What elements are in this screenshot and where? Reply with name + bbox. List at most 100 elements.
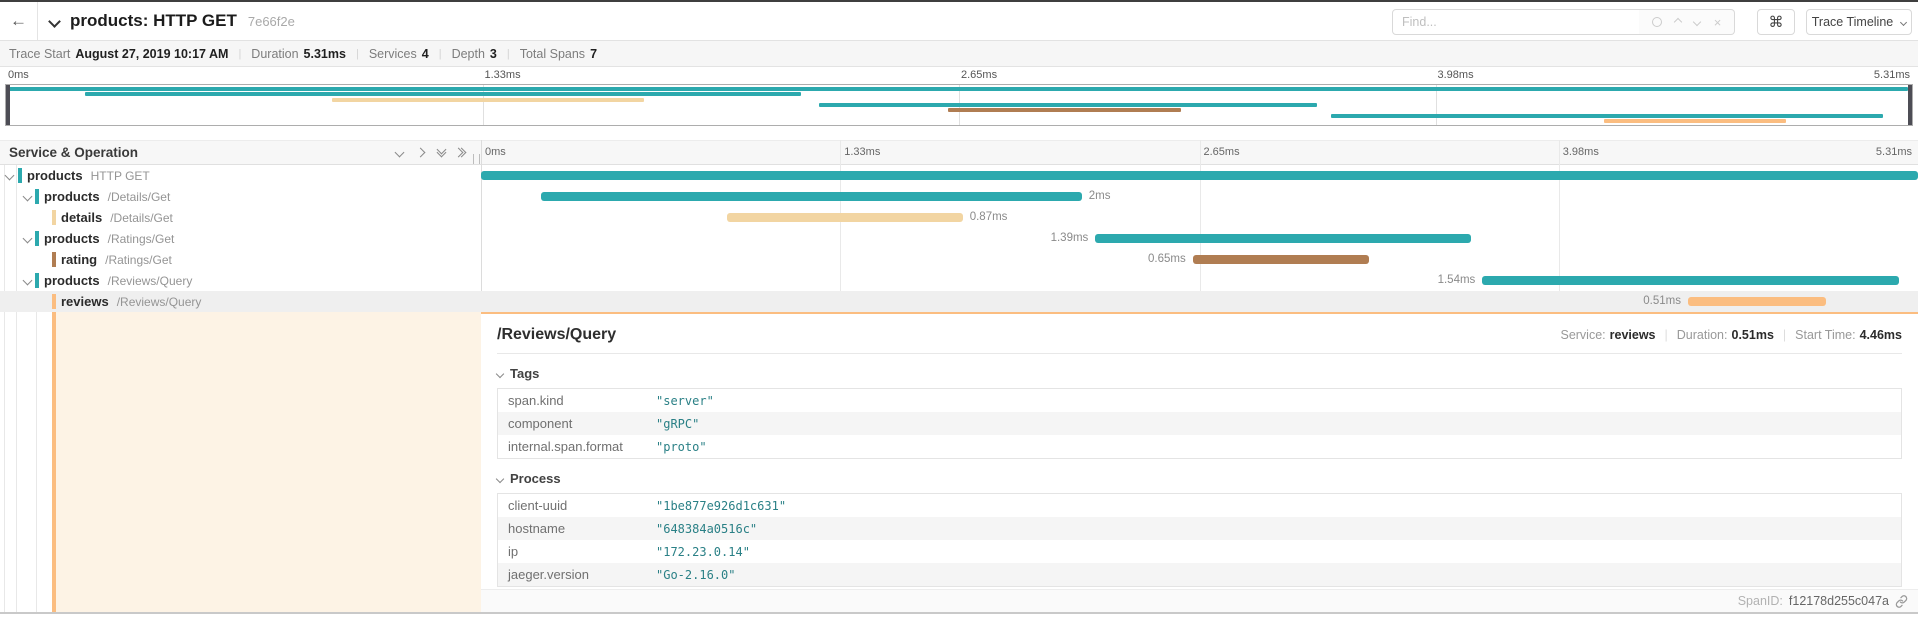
detail-meta-value: 0.51ms — [1731, 328, 1774, 342]
span-service-name: details/Details/Get — [61, 210, 173, 225]
chevron-down-icon — [495, 474, 505, 483]
span-duration-label: 0.51ms — [1643, 295, 1681, 307]
find-clear-icon[interactable]: × — [1713, 14, 1722, 30]
expand-all-icon[interactable] — [453, 147, 467, 158]
minimap-right-drag-handle[interactable] — [1908, 85, 1912, 125]
find-prev-icon[interactable] — [1673, 17, 1683, 27]
span-bar[interactable] — [727, 213, 963, 222]
kv-row[interactable]: ip"172.23.0.14" — [498, 540, 1902, 563]
find-next-icon[interactable] — [1693, 17, 1702, 27]
span-service-name: rating/Ratings/Get — [61, 252, 172, 267]
meta-separator: | — [1782, 328, 1787, 342]
kv-row[interactable]: hostname"648384a0516c" — [497, 517, 1902, 540]
span-operation-name: HTTP GET — [90, 169, 150, 183]
trace-view-selector[interactable]: Trace Timeline — [1806, 9, 1912, 35]
minimap-axis-tick: 5.31ms — [1873, 69, 1910, 81]
detail-meta-label: Start Time: — [1795, 328, 1856, 342]
tree-collapse-chevron-icon[interactable] — [22, 275, 33, 286]
span-bar[interactable] — [1482, 276, 1900, 285]
detail-meta-label: Duration: — [1676, 328, 1728, 342]
timeline-gridline — [1200, 140, 1201, 312]
minimap-axis-tick: 0ms — [8, 69, 29, 81]
span-bar[interactable] — [540, 192, 1082, 201]
column-resizer-handle[interactable] — [473, 154, 480, 164]
collapse-one-icon[interactable] — [394, 147, 405, 158]
span-color-accent — [35, 231, 39, 246]
span-service-name: products/Details/Get — [44, 189, 171, 204]
kv-key: jaeger.version — [508, 567, 589, 582]
span-operation-name: /Details/Get — [110, 211, 173, 225]
trace-header-bar: ← products: HTTP GET 7e66f2e × ⌘ Trace T… — [0, 2, 1918, 41]
span-bar[interactable] — [1095, 234, 1472, 243]
timeline-gridline — [1559, 140, 1560, 312]
ruler-tick-label: 5.31ms — [1875, 146, 1912, 158]
collapse-all-icon[interactable] — [436, 144, 447, 157]
span-detail-panel: /Reviews/Query Service:reviews|Duration:… — [481, 312, 1918, 612]
span-color-accent — [52, 210, 56, 225]
span-bar[interactable] — [1192, 255, 1369, 264]
span-operation-name: /Reviews/Query — [116, 295, 202, 309]
collapse-title-chevron-icon[interactable] — [48, 14, 61, 28]
tree-indent-guide — [36, 312, 37, 612]
kv-key: hostname — [508, 521, 566, 536]
kv-value: "172.23.0.14" — [656, 544, 750, 559]
tree-collapse-chevron-icon[interactable] — [22, 191, 33, 202]
kv-row[interactable]: span.kind"server" — [498, 389, 1902, 413]
minimap-span-bar — [948, 108, 1181, 113]
span-detail-row: /Reviews/Query Service:reviews|Duration:… — [0, 312, 1918, 614]
trace-info-value: 4 — [421, 46, 429, 61]
ruler-tick-label: 3.98ms — [1562, 146, 1599, 158]
back-button[interactable]: ← — [0, 2, 38, 40]
keyboard-shortcuts-button[interactable]: ⌘ — [1757, 9, 1795, 35]
section-header-process[interactable]: Process — [495, 471, 1902, 486]
process-table: client-uuid"1be877e926d1c631"hostname"64… — [497, 493, 1902, 587]
kv-row[interactable]: internal.span.format"proto" — [498, 435, 1902, 459]
match-indicator-icon[interactable] — [1651, 17, 1662, 27]
detail-meta-label: Service: — [1560, 328, 1606, 342]
kv-row[interactable]: client-uuid"1be877e926d1c631" — [498, 494, 1902, 518]
minimap-gridline — [1435, 85, 1437, 125]
minimap-span-bar — [1331, 113, 1883, 118]
minimap-left-drag-handle[interactable] — [6, 85, 10, 125]
kv-row[interactable]: component"gRPC" — [497, 412, 1902, 435]
minimap-gridline — [482, 85, 484, 125]
span-id-value: f12178d255c047a — [1788, 594, 1889, 608]
tree-collapse-chevron-icon[interactable] — [4, 170, 15, 181]
service-operation-header: Service & Operation — [9, 145, 139, 160]
expand-one-icon[interactable] — [415, 147, 426, 158]
minimap-span-bar — [1603, 118, 1787, 123]
trace-view-label: Trace Timeline — [1811, 15, 1894, 29]
timeline-minimap[interactable] — [5, 84, 1913, 126]
tree-collapse-chevron-icon[interactable] — [22, 233, 33, 244]
info-separator: | — [238, 47, 242, 60]
find-controls-group: × — [1639, 9, 1735, 35]
kv-row[interactable]: jaeger.version"Go-2.16.0" — [497, 563, 1902, 587]
tree-indent-guide — [16, 165, 17, 612]
kv-value: "gRPC" — [656, 416, 700, 431]
trace-info-label: Depth — [451, 46, 485, 61]
meta-separator: | — [1664, 328, 1668, 342]
timeline-gridline — [840, 140, 841, 312]
link-icon[interactable] — [1895, 594, 1908, 608]
span-bar[interactable] — [481, 171, 1918, 180]
span-bar[interactable] — [1687, 297, 1826, 306]
trace-id: 7e66f2e — [247, 13, 295, 29]
ruler-tick-label: 1.33ms — [844, 146, 881, 158]
find-input[interactable] — [1392, 9, 1640, 35]
minimap-axis-tick: 2.65ms — [961, 69, 998, 81]
section-header-tags[interactable]: Tags — [495, 366, 1902, 381]
